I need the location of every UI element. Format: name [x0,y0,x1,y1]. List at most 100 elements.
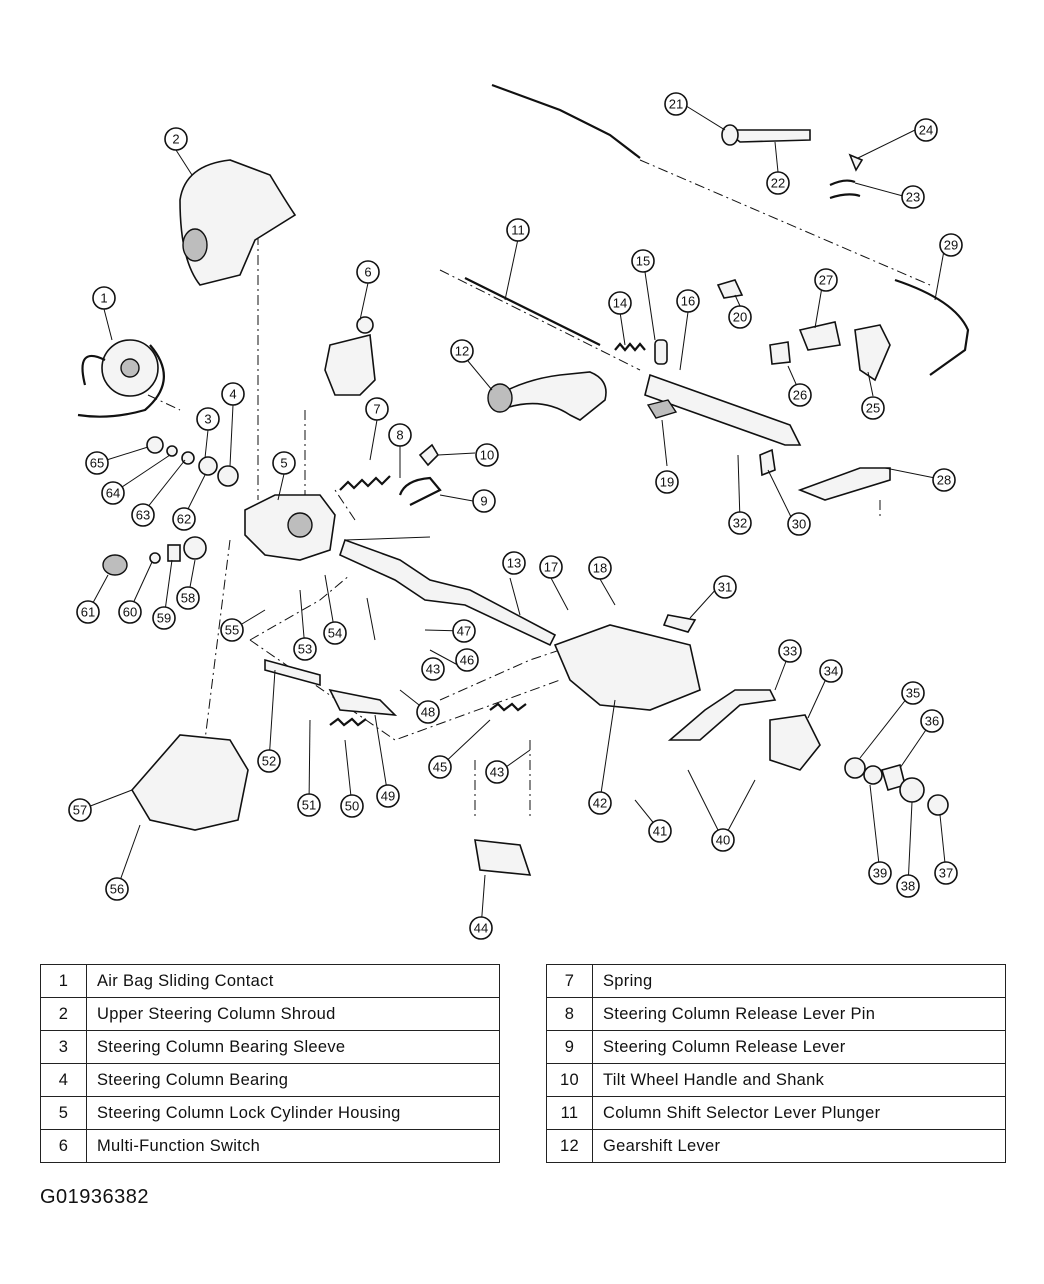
callout-19: 19 [655,470,679,494]
legend-number: 10 [546,1063,593,1097]
steering-shaft-shape [339,538,557,647]
callout-20: 20 [728,305,752,329]
legend-label: Spring [592,964,1006,998]
callout-51: 51 [297,793,321,817]
shift-tube-shape [644,373,802,446]
callout-label: 57 [73,803,87,818]
callout-30: 30 [787,512,811,536]
callout-label: 56 [110,882,124,897]
callout-label: 40 [716,833,730,848]
callout-label: 33 [783,644,797,659]
callout-1: 1 [92,286,116,310]
callout-60: 60 [118,600,142,624]
callout-2: 2 [164,127,188,151]
callout-label: 41 [653,824,667,839]
callout-label: 10 [480,448,494,463]
callout-46: 46 [455,648,479,672]
callout-label: 47 [457,624,471,639]
legend-number: 1 [40,964,87,998]
callout-25: 25 [861,396,885,420]
callout-label: 42 [593,796,607,811]
callout-label: 27 [819,273,833,288]
callout-label: 49 [381,789,395,804]
legend-label: Steering Column Bearing Sleeve [86,1030,500,1064]
callout-39: 39 [868,861,892,885]
callout-label: 65 [90,456,104,471]
callout-4: 4 [221,382,245,406]
callout-label: 43 [490,765,504,780]
callout-label: 29 [944,238,958,253]
callout-label: 13 [507,556,521,571]
callout-label: 31 [718,580,732,595]
callout-13: 13 [502,551,526,575]
callout-label: 18 [593,561,607,576]
callout-34: 34 [819,659,843,683]
callout-45: 45 [428,755,452,779]
callout-40: 40 [711,828,735,852]
legend-label: Air Bag Sliding Contact [86,964,500,998]
callout-36: 36 [920,709,944,733]
ignition-switch-shape [474,839,532,876]
callout-35: 35 [901,681,925,705]
callout-9: 9 [472,489,496,513]
callout-label: 62 [177,512,191,527]
spring-shape [339,475,391,491]
callout-label: 6 [364,265,371,280]
callout-26: 26 [788,383,812,407]
legend-number: 4 [40,1063,87,1097]
callout-label: 43 [426,662,440,677]
callout-label: 50 [345,799,359,814]
callout-47: 47 [452,619,476,643]
callout-label: 26 [793,388,807,403]
callout-label: 58 [181,591,195,606]
callout-57: 57 [68,798,92,822]
callout-label: 36 [925,714,939,729]
callout-7: 7 [365,397,389,421]
callout-label: 14 [613,296,627,311]
callout-label: 9 [480,494,487,509]
callout-label: 19 [660,475,674,490]
callout-21: 21 [664,92,688,116]
callout-label: 59 [157,611,171,626]
callout-8: 8 [388,423,412,447]
legend-label: Steering Column Release Lever [592,1030,1006,1064]
callout-59: 59 [152,606,176,630]
callout-label: 25 [866,401,880,416]
callout-27: 27 [814,268,838,292]
callout-label: 54 [328,626,342,641]
callout-label: 7 [373,402,380,417]
callout-44: 44 [469,916,493,940]
callout-label: 5 [280,456,287,471]
callout-49: 49 [376,784,400,808]
leader-lines [79,103,947,929]
callout-label: 17 [544,560,558,575]
callout-37: 37 [934,861,958,885]
upper-shroud-shape [179,159,297,286]
legend-label: Multi-Function Switch [86,1129,500,1163]
legend-label: Column Shift Selector Lever Plunger [592,1096,1006,1130]
callout-52: 52 [257,749,281,773]
legend-number: 11 [546,1096,593,1130]
callout-38: 38 [896,874,920,898]
callout-65: 65 [85,451,109,475]
callout-15: 15 [631,249,655,273]
callout-label: 2 [172,132,179,147]
part-illustrations [77,83,970,876]
callout-label: 46 [460,653,474,668]
callout-label: 39 [873,866,887,881]
callout-53: 53 [293,637,317,661]
gearshift-lever-shape [488,371,607,421]
callout-label: 8 [396,428,403,443]
callout-29: 29 [939,233,963,257]
legend-number: 8 [546,997,593,1031]
callout-11: 11 [506,218,530,242]
callout-50: 50 [340,794,364,818]
legend-label: Steering Column Release Lever Pin [592,997,1006,1031]
legend-label: Steering Column Lock Cylinder Housing [86,1096,500,1130]
